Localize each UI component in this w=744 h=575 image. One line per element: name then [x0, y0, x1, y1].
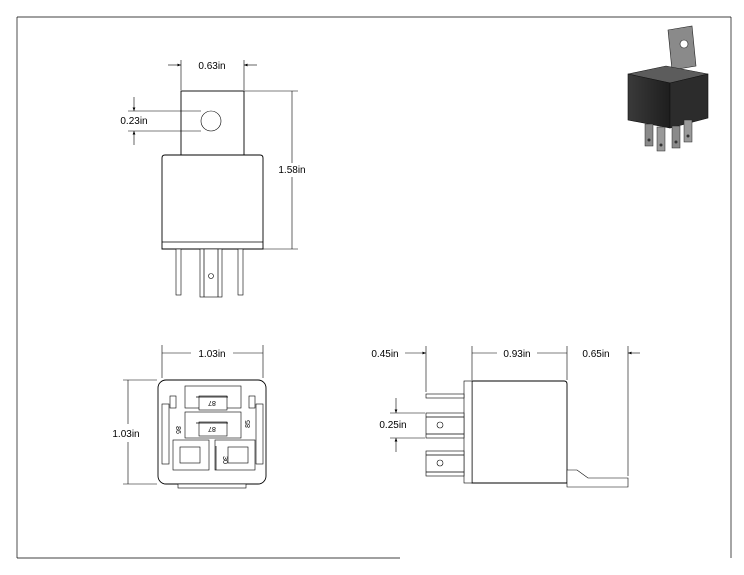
base-width-label: 1.03in — [198, 349, 225, 360]
pin-86 — [161, 403, 170, 465]
base-height-label: 1.03in — [112, 429, 139, 440]
side-body — [471, 380, 568, 484]
pin-87-mid-label: 87 — [208, 425, 216, 432]
side-lead-label: 0.45in — [371, 349, 398, 360]
pin-85 — [255, 403, 264, 465]
tab-width-label: 0.63in — [198, 61, 225, 72]
dimension-base-width: 1.03in — [161, 345, 264, 378]
terminals-front — [175, 248, 244, 298]
bottom-view: 86 85 87 87 30 — [157, 379, 267, 489]
dimension-side-lead: 0.45in — [371, 346, 427, 392]
pin-86-label: 86 — [174, 426, 181, 434]
pin-85-label: 85 — [245, 420, 252, 428]
sheet-border — [16, 16, 732, 559]
side-body-label: 0.93in — [503, 349, 530, 360]
hole-diameter-label: 0.23in — [120, 116, 147, 127]
side-mounting-bracket — [566, 469, 629, 488]
relay-body — [161, 154, 264, 250]
dimension-terminal-spacing: 0.25in — [379, 398, 425, 452]
dimension-side-bracket: 0.65in — [582, 346, 640, 476]
isometric-view — [627, 25, 709, 152]
pin-30-label: 30 — [221, 456, 228, 464]
dimension-side-body: 0.93in — [471, 346, 568, 380]
terminal-spacing-label: 0.25in — [379, 420, 406, 431]
dimension-height: 1.58in — [244, 90, 312, 250]
front-view: 0.63in 0.23in 1.58in — [120, 60, 312, 298]
pin-87-top-label: 87 — [208, 399, 216, 406]
side-top-lead — [425, 393, 465, 399]
dimension-hole-diameter: 0.23in — [120, 97, 201, 145]
height-label: 1.58in — [278, 165, 305, 176]
side-view — [425, 380, 629, 488]
mounting-hole — [200, 110, 222, 132]
dimension-base-height: 1.03in — [112, 379, 157, 485]
dimension-tab-width: 0.63in — [168, 60, 257, 90]
side-bracket-label: 0.65in — [582, 349, 609, 360]
